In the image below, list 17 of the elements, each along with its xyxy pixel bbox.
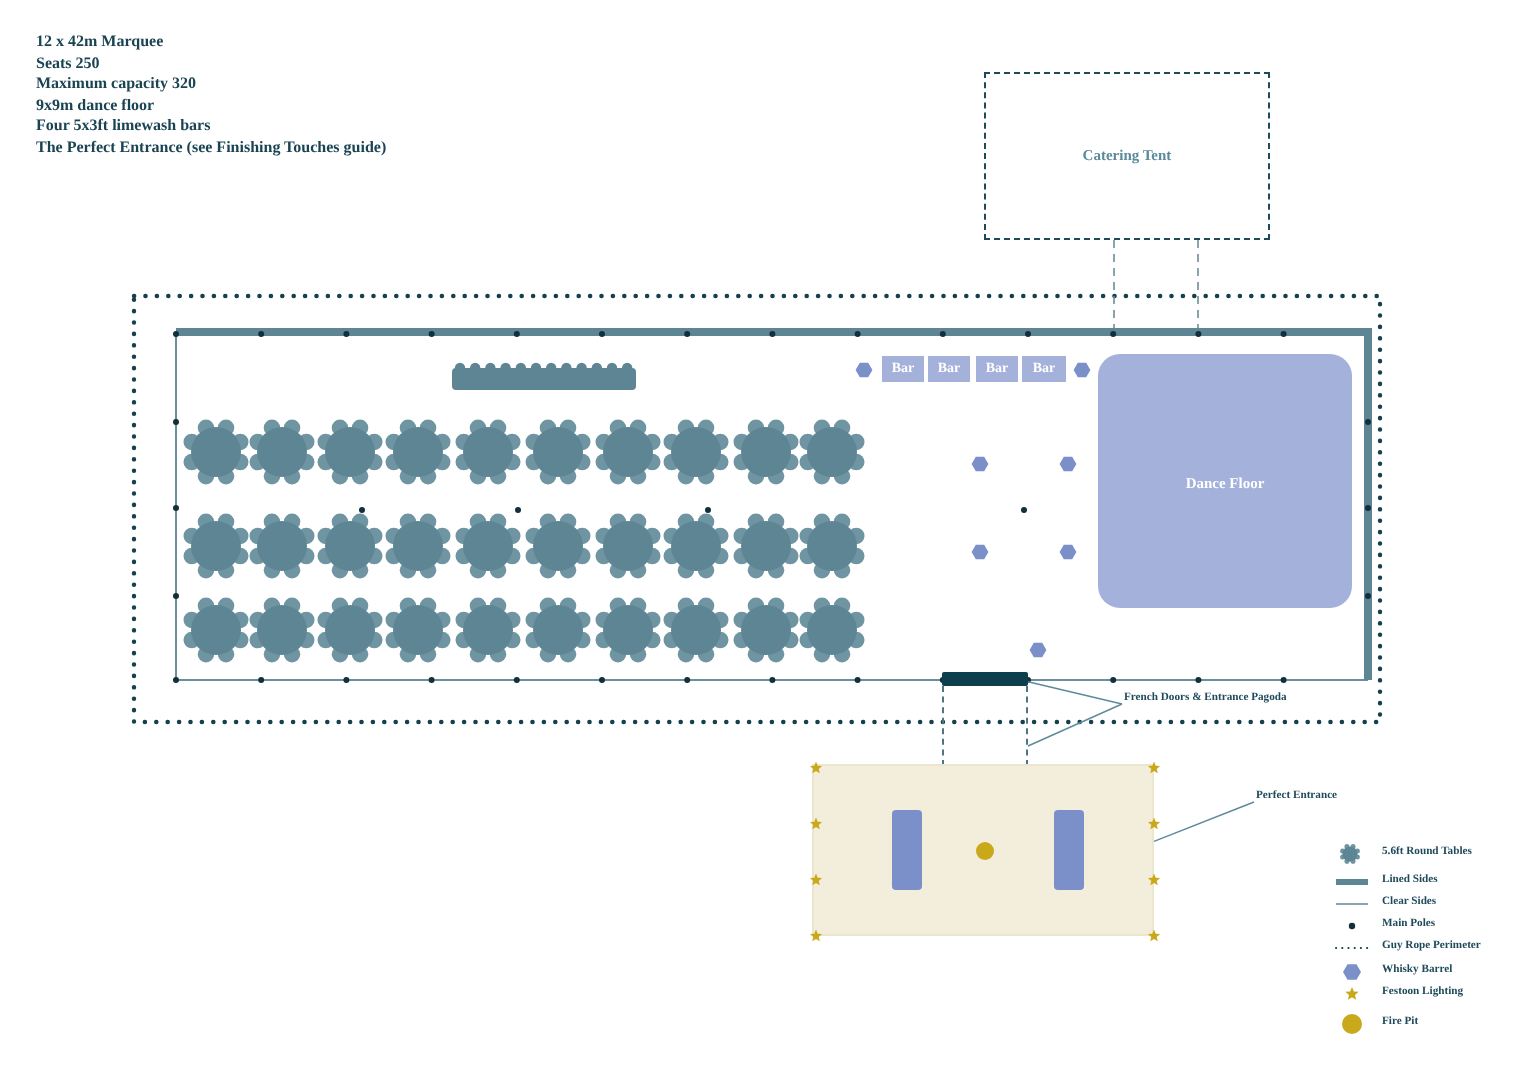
leader-line — [1027, 681, 1123, 705]
note-text: The Perfect Entrance (see Finishing Touches guide) — [36, 140, 387, 156]
note-text: 9x9m dance floor — [36, 97, 155, 114]
note-text: Seats 250 — [36, 55, 100, 72]
leader-line — [1027, 703, 1123, 747]
bar-counter — [928, 356, 970, 382]
bar-counter — [882, 356, 924, 382]
bar-counter — [976, 356, 1018, 382]
note-text: Maximum capacity 320 — [36, 76, 196, 93]
note-text: Four 5x3ft limewash bars — [36, 118, 211, 135]
note-text: 12 x 42m Marquee — [36, 34, 164, 50]
bar-counter — [1022, 356, 1066, 382]
catering-tent — [984, 72, 1270, 240]
dance-floor — [1098, 354, 1352, 608]
leader-line — [1153, 801, 1255, 843]
entrance-area — [812, 764, 1154, 936]
french-doors — [942, 672, 1028, 686]
